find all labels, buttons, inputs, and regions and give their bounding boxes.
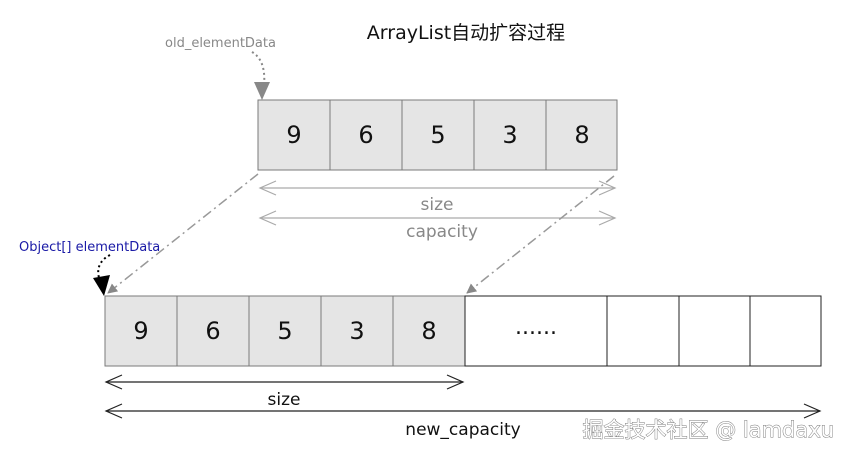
new-pointer-label: Object[] elementData	[19, 240, 160, 255]
old-cell-value: 6	[358, 121, 373, 149]
old-cell	[257, 99, 331, 171]
old-capacity-label: capacity	[406, 222, 478, 242]
new-cell	[248, 295, 322, 367]
new-size-label: size	[268, 390, 301, 410]
old-size-dimension	[258, 180, 617, 196]
new-cell-value: 5	[277, 317, 292, 345]
old-array: 9 6 5 3 8	[257, 99, 618, 171]
new-cell	[392, 295, 466, 367]
old-size-label: size	[421, 195, 454, 215]
old-pointer-arrowhead	[254, 82, 270, 100]
new-cell	[176, 295, 250, 367]
new-cell-value: 3	[349, 317, 364, 345]
new-capacity-dimension	[104, 403, 822, 419]
old-cell	[473, 99, 547, 171]
copy-arrow-left	[107, 173, 259, 294]
new-cell-value: 6	[205, 317, 220, 345]
old-cell	[329, 99, 403, 171]
new-cell	[104, 295, 178, 367]
new-empty-cell	[749, 295, 822, 367]
new-cell-value: 8	[421, 317, 436, 345]
new-size-dimension	[104, 374, 465, 390]
new-array: 9 6 5 3 8 ......	[104, 295, 822, 367]
new-empty-cell	[606, 295, 680, 367]
new-empty-cell	[678, 295, 751, 367]
copy-arrow-right	[466, 175, 615, 294]
old-cell	[545, 99, 618, 171]
old-pointer-label: old_elementData	[165, 36, 276, 51]
watermark: 掘金技术社区 @ lamdaxu	[583, 418, 834, 442]
new-cell	[320, 295, 394, 367]
new-pointer-arrowhead	[93, 275, 110, 296]
old-cell-value: 3	[502, 121, 517, 149]
diagram-title: ArrayList自动扩容过程	[367, 22, 565, 44]
new-capacity-label: new_capacity	[405, 420, 520, 440]
new-ellipsis-cell	[464, 295, 608, 367]
old-cell-value: 5	[430, 121, 445, 149]
old-cell-value: 9	[286, 121, 301, 149]
new-cell-value: 9	[133, 317, 148, 345]
new-ellipsis: ......	[515, 315, 557, 340]
old-cell-value: 8	[574, 121, 589, 149]
old-capacity-dimension	[258, 210, 617, 226]
